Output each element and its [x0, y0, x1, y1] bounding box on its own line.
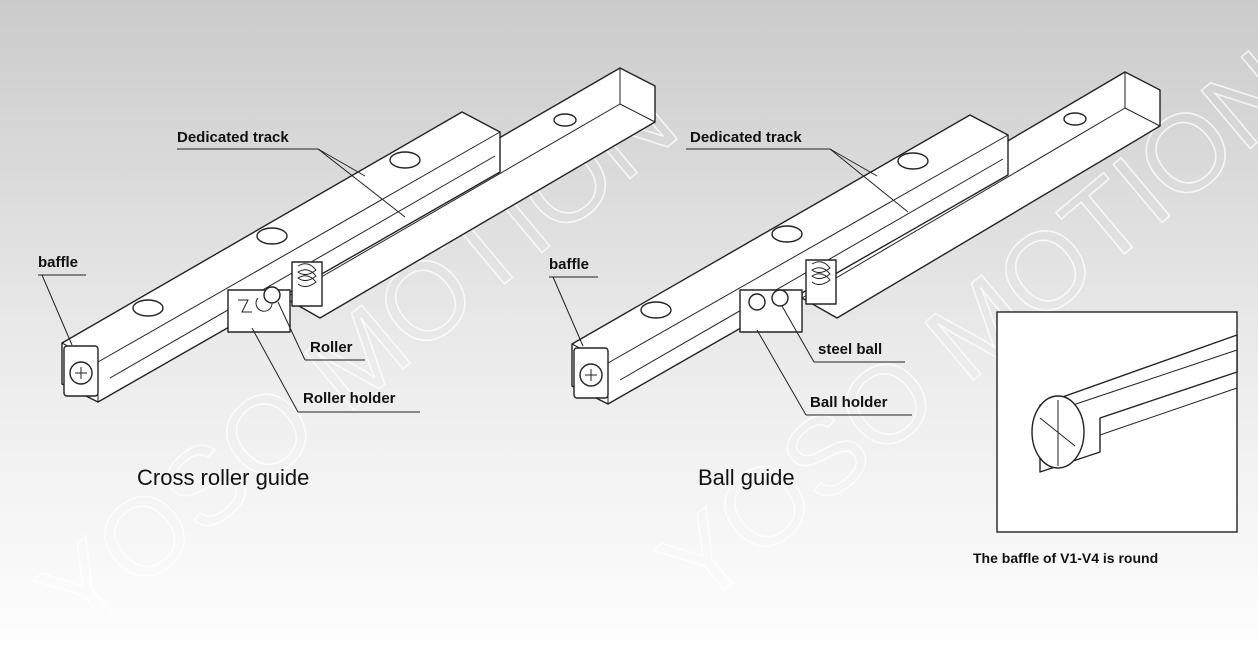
right-label-baffle: baffle: [549, 256, 589, 273]
steel-ball-icon-2: [771, 289, 789, 307]
left-rail-end-bolt: [291, 261, 323, 307]
right-rail-end-bolt: [805, 259, 837, 305]
roller-icon: [238, 297, 273, 313]
right-label-steel-ball: steel ball: [818, 341, 882, 358]
left-rail-front-hole-2: [256, 227, 288, 245]
left-label-dedicated-track: Dedicated track: [177, 129, 289, 146]
left-caption: Cross roller guide: [137, 465, 309, 490]
right-labels: Dedicated track baffle steel ball Ball h…: [549, 129, 912, 490]
right-rail-back-hole-1: [1063, 112, 1087, 126]
left-label-roller: Roller: [310, 339, 353, 356]
left-label-roller-holder: Roller holder: [303, 390, 396, 407]
right-caption: Ball guide: [698, 465, 795, 490]
right-label-ball-holder: Ball holder: [810, 394, 888, 411]
cross-roller-guide-drawing: [61, 67, 656, 403]
left-rail-back-hole-1: [553, 113, 577, 127]
right-rail-front-hole-2: [771, 225, 803, 243]
right-rail-front-hole-1: [897, 152, 929, 170]
left-rail-front-hole-3: [132, 299, 164, 317]
round-baffle-inset: The baffle of V1-V4 is round: [973, 311, 1238, 566]
left-label-baffle: baffle: [38, 254, 78, 271]
left-rail-front-hole-1: [389, 151, 421, 169]
right-rail-front-hole-3: [640, 301, 672, 319]
ball-guide-drawing: [571, 71, 1161, 405]
right-label-dedicated-track: Dedicated track: [690, 129, 802, 146]
steel-ball-icon-1: [748, 293, 766, 311]
inset-note: The baffle of V1-V4 is round: [973, 550, 1158, 566]
left-roller-holder: [227, 289, 291, 333]
left-labels: Dedicated track baffle Roller Roller hol…: [38, 129, 420, 490]
